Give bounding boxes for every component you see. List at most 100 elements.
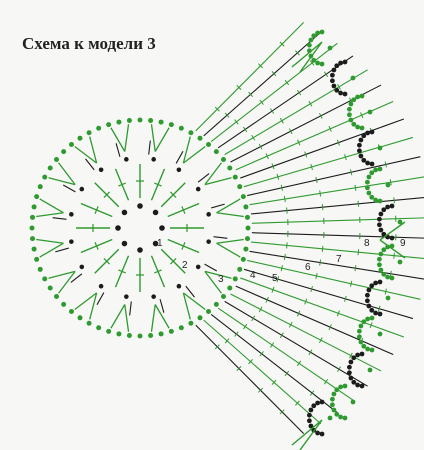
outer-chain-dot: [34, 194, 40, 200]
stitch-tick: [271, 286, 275, 293]
fan-stitch: [291, 419, 323, 450]
scallop-chain-dot: [369, 161, 375, 167]
stitch-tick: [234, 331, 239, 337]
scallop-chain-dot: [369, 315, 375, 321]
outer-chain-dot: [178, 125, 184, 131]
outer-chain-dot: [178, 325, 184, 331]
row-stitch: [251, 217, 424, 224]
stitch-line: [85, 158, 95, 171]
stitch-tick: [357, 249, 360, 256]
stitch-tick: [288, 128, 293, 135]
scallop-chain-dot: [348, 101, 354, 107]
scallop-chain-dot: [338, 414, 344, 420]
scallop-chain-dot: [389, 203, 395, 209]
stitch-tick: [270, 108, 275, 114]
stitch-line: [96, 292, 105, 306]
scallop-chain-dot: [359, 93, 365, 99]
outer-chain-dot: [61, 301, 67, 307]
scallop-chain-dot: [377, 331, 383, 337]
scallop-chain-dot: [319, 431, 325, 437]
scallop-chain-dot: [319, 399, 325, 405]
row-number-8: 8: [364, 238, 370, 249]
scallop-chain-dot: [334, 387, 340, 393]
scallop-chain-dot: [377, 311, 383, 317]
outer-chain-dot: [47, 285, 53, 291]
outer-chain-dot: [197, 315, 203, 321]
stitch-tick: [304, 151, 308, 158]
scallop-chain-dot: [397, 259, 403, 265]
fan-stitch: [182, 292, 206, 320]
scallop-chain-dot: [367, 109, 373, 115]
stitch-tick: [236, 366, 242, 371]
row-stitch: [247, 259, 421, 300]
scallop-chain-dot: [373, 310, 379, 316]
fan-stitch: [204, 270, 232, 294]
stitch-tick: [393, 252, 395, 259]
scallop-chain-dot: [351, 379, 357, 385]
stitch-tick: [323, 71, 329, 78]
stitch-tick: [369, 322, 373, 329]
row-stitch: [235, 100, 394, 171]
stitch-tick: [315, 176, 318, 184]
round-motif: [29, 117, 251, 339]
stitch-line: [148, 140, 151, 155]
fan-stitch: [216, 198, 244, 218]
stitch-tick: [323, 378, 329, 385]
stitch-tick: [270, 342, 275, 348]
scallop-chain-dot: [369, 347, 375, 353]
stitch-tick: [328, 324, 332, 331]
chain-dot: [176, 167, 182, 173]
stitch-tick: [310, 285, 313, 293]
outer-chain-dot: [245, 225, 251, 231]
outer-chain-dot: [54, 294, 60, 300]
fan-stitch: [150, 124, 170, 152]
outer-chain-dot: [158, 331, 164, 337]
row-stitch: [217, 307, 354, 401]
stitch-tick: [154, 269, 162, 274]
outer-chain-dot: [148, 332, 154, 338]
stitch-tick: [248, 359, 253, 365]
outer-chain-dot: [240, 256, 246, 262]
scallop-chain-dot: [359, 351, 365, 357]
scalloped-edge: [291, 29, 406, 450]
chain-dot: [98, 167, 104, 173]
chain-dot: [79, 264, 85, 270]
scallop-chain-dot: [315, 60, 321, 66]
stitch-line: [70, 273, 83, 283]
scallop-chain-dot: [358, 323, 364, 329]
stitch-tick: [315, 272, 318, 280]
stitch-tick: [295, 400, 300, 406]
stitch-tick: [181, 206, 186, 214]
scallop-chain-dot: [331, 391, 337, 397]
stitch-line: [213, 236, 228, 239]
scallop-chain-dot: [306, 42, 312, 48]
scallop-chain-dot: [356, 148, 362, 154]
row-stitch: [243, 136, 414, 188]
row-stitch: [203, 31, 322, 137]
outer-chain-dot: [188, 320, 194, 326]
stitch-tick: [279, 41, 285, 47]
scallop-chain-dot: [350, 75, 356, 81]
chain-dot: [79, 186, 85, 192]
fan-stitch: [36, 198, 64, 218]
chain-dot: [195, 264, 201, 270]
outer-chain-dot: [237, 266, 243, 272]
outer-chain-dot: [42, 276, 48, 282]
outer-chain-dot: [30, 214, 36, 220]
scallop-chain-dot: [385, 204, 391, 210]
row-stitch: [195, 324, 305, 434]
stitch-line: [197, 173, 210, 183]
outer-chain-dot: [168, 122, 174, 128]
outer-chain-dot: [77, 135, 83, 141]
stitch-tick: [169, 191, 177, 199]
scallop-chain-dot: [351, 97, 357, 103]
stitch-tick: [271, 379, 277, 385]
scallop-chain-dot: [377, 279, 383, 285]
stitch-tick: [258, 306, 263, 313]
row-number-6: 6: [305, 262, 311, 273]
scallop-chain-dot: [367, 367, 373, 373]
center-chain-dot: [152, 240, 159, 247]
row-number-1: 1: [157, 238, 163, 249]
row-stitch: [240, 277, 405, 338]
